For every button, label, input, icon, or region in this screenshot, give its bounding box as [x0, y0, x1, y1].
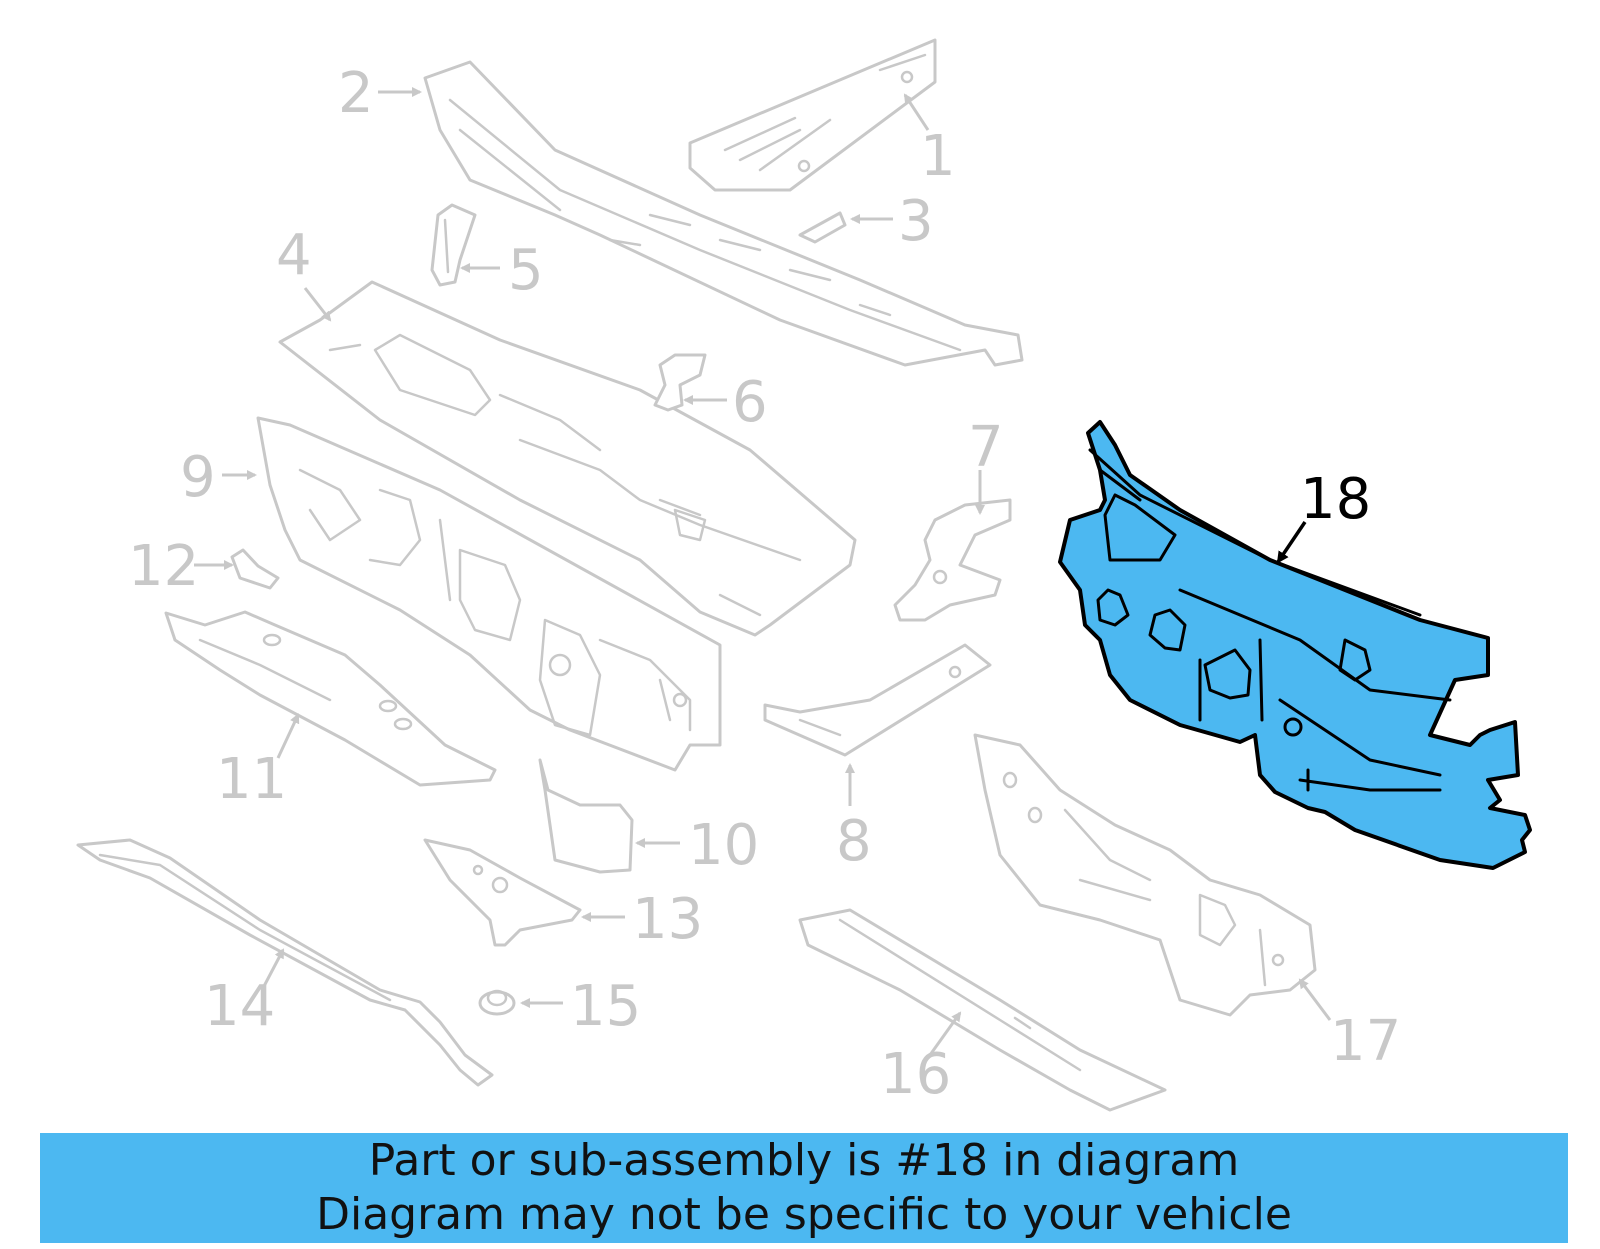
callout-8: 8	[836, 763, 872, 874]
callout-3: 3	[850, 189, 934, 254]
callout-5: 5	[460, 238, 544, 303]
callout-label-9: 9	[180, 445, 216, 510]
part-14[interactable]	[76, 838, 494, 1087]
part-15[interactable]	[478, 989, 516, 1016]
part-2[interactable]	[423, 60, 1024, 367]
callout-label-17: 17	[1330, 1009, 1401, 1074]
callout-label-16: 16	[880, 1042, 951, 1107]
callout-4: 4	[276, 223, 332, 322]
callout-label-2: 2	[338, 61, 374, 126]
callout-9: 9	[180, 445, 257, 510]
callout-label-4: 4	[276, 223, 312, 288]
part-18-highlighted[interactable]	[1058, 420, 1532, 870]
callout-12: 12	[128, 534, 234, 599]
part-10[interactable]	[538, 758, 634, 874]
banner-line-1: Part or sub-assembly is #18 in diagram	[368, 1135, 1240, 1186]
part-13[interactable]	[423, 838, 582, 947]
part-12[interactable]	[230, 548, 280, 590]
banner-line-2: Diagram may not be specific to your vehi…	[316, 1189, 1292, 1240]
callout-label-3: 3	[898, 189, 934, 254]
callout-label-15: 15	[570, 974, 641, 1039]
callout-18: 18	[1276, 467, 1371, 564]
part-4[interactable]	[278, 280, 857, 637]
part-3[interactable]	[798, 211, 847, 244]
part-9[interactable]	[256, 416, 722, 772]
callout-16: 16	[880, 1011, 962, 1107]
callout-1: 1	[903, 93, 956, 189]
callout-10: 10	[635, 813, 759, 878]
callout-label-18: 18	[1300, 467, 1371, 532]
callout-label-13: 13	[632, 887, 703, 952]
part-16[interactable]	[798, 908, 1167, 1112]
callout-11: 11	[216, 713, 300, 812]
callout-17: 17	[1298, 978, 1401, 1074]
callout-label-11: 11	[216, 747, 287, 812]
part-7[interactable]	[893, 498, 1012, 622]
callout-7: 7	[968, 415, 1004, 515]
callout-label-6: 6	[732, 370, 768, 435]
callout-label-10: 10	[688, 813, 759, 878]
callout-label-5: 5	[508, 238, 544, 303]
callout-label-8: 8	[836, 809, 872, 874]
callout-label-1: 1	[920, 124, 956, 189]
part-11[interactable]	[164, 610, 497, 787]
callout-2: 2	[338, 61, 422, 126]
info-banner: Part or sub-assembly is #18 in diagram D…	[40, 1133, 1568, 1243]
callout-label-7: 7	[968, 415, 1004, 480]
part-1[interactable]	[688, 38, 937, 192]
part-17[interactable]	[973, 733, 1317, 1017]
callout-13: 13	[581, 887, 703, 952]
part-8[interactable]	[763, 643, 992, 757]
part-6[interactable]	[653, 353, 707, 412]
callout-14: 14	[204, 948, 285, 1039]
callout-label-12: 12	[128, 534, 199, 599]
callout-15: 15	[520, 974, 641, 1039]
callout-6: 6	[683, 370, 768, 435]
part-5[interactable]	[430, 203, 477, 287]
callout-label-14: 14	[204, 974, 275, 1039]
